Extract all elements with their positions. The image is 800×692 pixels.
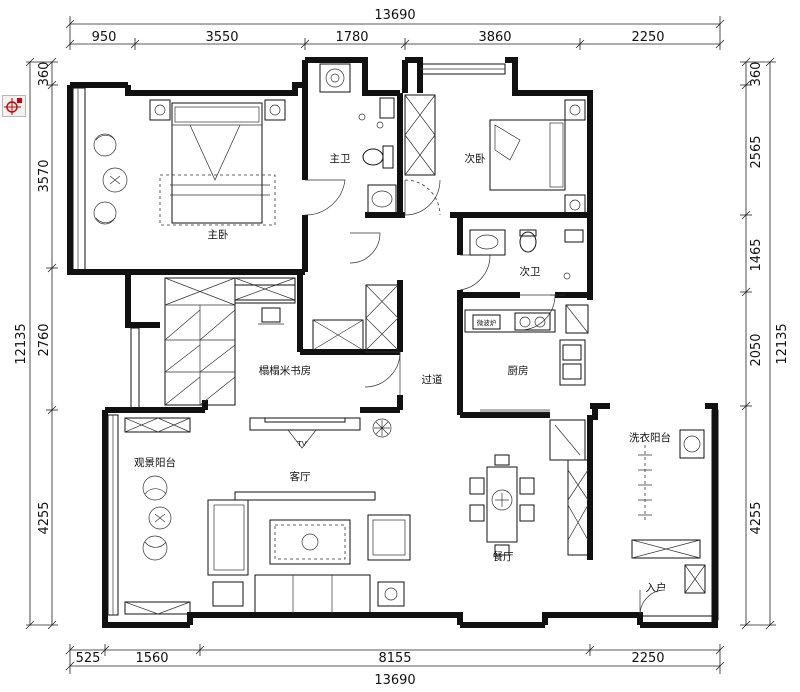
room-label-second-bedroom: 次卧 [465, 152, 486, 165]
dining-table [486, 466, 518, 543]
bottom-dimension-chain: 525 1560 8155 2250 13690 [65, 644, 725, 688]
right-dim-1: 360 [749, 62, 764, 87]
right-dimension-chain: 360 2565 1465 2050 4255 12135 [740, 57, 790, 630]
room-label-living-room: 客厅 [290, 470, 311, 483]
right-total-dim: 12135 [775, 323, 790, 364]
room-label-view-balcony: 观景阳台 [134, 456, 176, 469]
desk [234, 284, 296, 304]
windows [72, 63, 719, 625]
room-label-entrance: 入户 [646, 581, 667, 594]
top-dim-1: 950 [92, 30, 117, 45]
left-dim-3: 2760 [37, 323, 52, 356]
room-label-laundry-balcony: 洗衣阳台 [629, 431, 671, 444]
room-label-kitchen: 厨房 [508, 364, 529, 377]
room-label-second-bath: 次卫 [520, 265, 541, 278]
top-dim-5: 2250 [631, 30, 664, 45]
right-dim-2: 2565 [749, 135, 764, 168]
toilet-icon-2 [519, 231, 537, 253]
left-dim-1: 360 [37, 62, 52, 87]
coffee-table [269, 519, 351, 565]
double-bed-2 [489, 119, 566, 191]
tv-label: TV [296, 440, 306, 448]
stove-icon [514, 312, 551, 331]
laundry-fixtures [631, 429, 706, 594]
bottom-dim-3: 8155 [378, 651, 411, 666]
sofa [254, 574, 371, 614]
washbasin-icon [367, 184, 397, 214]
snap-cursor-icon [2, 95, 26, 117]
master-bath-fixtures [319, 63, 397, 214]
washing-machine-icon [679, 429, 705, 459]
room-label-corridor: 过道 [422, 373, 443, 386]
living-room-furniture: TV [207, 417, 411, 614]
top-dim-2: 3550 [205, 30, 238, 45]
left-dim-4: 4255 [37, 501, 52, 534]
top-dim-4: 3860 [478, 30, 511, 45]
top-dimension-chain: 13690 950 3550 1780 3860 2250 [65, 8, 725, 50]
bottom-dim-2: 1560 [135, 651, 168, 666]
top-dim-3: 1780 [335, 30, 368, 45]
washbasin-icon-2 [469, 229, 506, 256]
second-bedroom-furniture [404, 94, 586, 216]
room-label-dining-room: 餐厅 [493, 550, 514, 563]
bottom-total-dim: 13690 [374, 673, 415, 688]
tv-cabinet [249, 417, 361, 431]
wardrobe [404, 94, 436, 176]
left-total-dim: 12135 [14, 323, 29, 364]
dining-furniture [469, 419, 589, 556]
kitchen-fixtures: 微波炉 [464, 304, 589, 386]
double-bed [171, 102, 263, 224]
left-dim-2: 3570 [37, 159, 52, 192]
master-bedroom-furniture [93, 99, 286, 226]
view-balcony-furniture [124, 417, 191, 615]
right-dim-3: 1465 [749, 238, 764, 271]
sink-icon [562, 344, 582, 361]
room-label-master-bedroom: 主卧 [208, 228, 229, 241]
right-dim-5: 4255 [749, 501, 764, 534]
top-total-dim: 13690 [374, 8, 415, 23]
room-labels: 主卧 主卫 次卧 次卫 榻榻米书房 过道 厨房 观景阳台 客厅 洗衣阳台 餐厅 … [134, 152, 671, 594]
right-dim-4: 2050 [749, 333, 764, 366]
microwave-icon [472, 314, 501, 330]
room-label-master-bath: 主卫 [330, 153, 351, 165]
study-furniture [164, 277, 399, 406]
toilet-icon [362, 148, 384, 166]
bottom-dim-4: 2250 [631, 651, 664, 666]
plant-icon [109, 175, 121, 185]
bottom-dim-1: 525 [76, 651, 101, 666]
microwave-label: 微波炉 [477, 318, 497, 327]
left-dimension-chain: 12135 360 3570 2760 4255 [14, 57, 58, 630]
plant-icon-2 [372, 418, 392, 438]
doors [304, 179, 666, 616]
room-label-study: 榻榻米书房 [259, 364, 312, 377]
walls [67, 57, 718, 628]
second-bath-fixtures [469, 229, 584, 296]
